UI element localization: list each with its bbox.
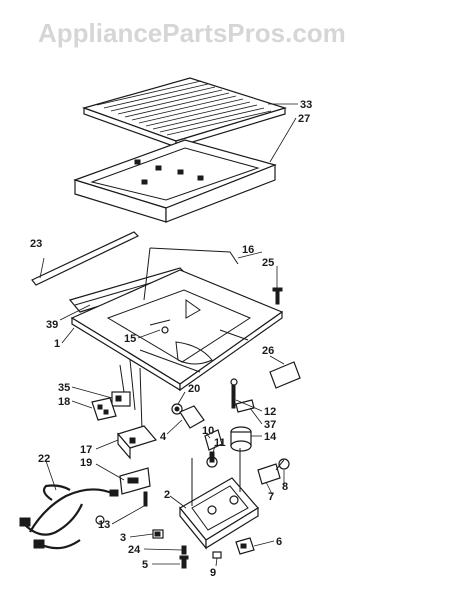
callout-35: 35 <box>58 382 70 394</box>
clip-20 <box>171 403 183 415</box>
callout-14: 14 <box>264 431 277 443</box>
trim-bar <box>31 231 140 286</box>
callout-2: 2 <box>164 489 170 501</box>
callout-9: 9 <box>210 567 216 579</box>
callout-5: 5 <box>142 559 148 571</box>
sensor-7-8 <box>257 458 290 485</box>
callout-39: 39 <box>46 319 58 331</box>
leader-lines <box>39 103 298 567</box>
callout-25: 25 <box>262 257 274 269</box>
screw-13 <box>143 491 148 507</box>
insulation-pad <box>269 361 301 389</box>
callout-13: 13 <box>98 519 110 531</box>
wire-harness <box>19 484 119 550</box>
callout-1: 1 <box>54 338 60 350</box>
cover-wires <box>119 247 239 431</box>
clip-3 <box>152 529 164 539</box>
grommet-14 <box>230 426 252 452</box>
bracket-19 <box>119 467 151 495</box>
callout-20: 20 <box>188 383 200 395</box>
relay-18 <box>91 397 117 421</box>
callout-24: 24 <box>128 544 141 556</box>
connector-6 <box>235 537 255 555</box>
callout-23: 23 <box>30 238 42 250</box>
control-box-17 <box>116 425 158 460</box>
mounting-bracket <box>179 448 259 550</box>
callout-7: 7 <box>268 491 274 503</box>
screw-12-37 <box>230 378 255 413</box>
callout-labels: 33 27 23 16 25 39 1 15 26 35 18 20 12 37… <box>30 99 312 579</box>
callout-10: 10 <box>202 425 214 437</box>
nut-9 <box>212 551 222 559</box>
base-plate <box>70 269 284 392</box>
watermark: AppliancePartsPros.com <box>38 18 346 48</box>
callout-16: 16 <box>242 244 254 256</box>
callout-11: 11 <box>214 437 226 449</box>
shelf-frame <box>73 139 277 223</box>
terminal-35 <box>111 391 131 407</box>
callout-12: 12 <box>264 406 276 418</box>
callout-4: 4 <box>160 431 167 443</box>
grille-shelf <box>82 77 288 148</box>
screw-24-5 <box>179 545 189 569</box>
fitting-10-11 <box>204 429 223 468</box>
callout-26: 26 <box>262 345 274 357</box>
callout-33: 33 <box>300 99 312 111</box>
callout-15: 15 <box>124 333 136 345</box>
callout-17: 17 <box>80 444 92 456</box>
callout-27: 27 <box>298 113 310 125</box>
callout-8: 8 <box>282 481 288 493</box>
callout-18: 18 <box>58 396 70 408</box>
callout-19: 19 <box>80 457 92 469</box>
callout-37: 37 <box>264 419 276 431</box>
callout-3: 3 <box>120 532 126 544</box>
bracket-4 <box>179 405 205 429</box>
screw-25 <box>272 287 283 305</box>
callout-22: 22 <box>38 453 50 465</box>
callout-6: 6 <box>276 536 282 548</box>
